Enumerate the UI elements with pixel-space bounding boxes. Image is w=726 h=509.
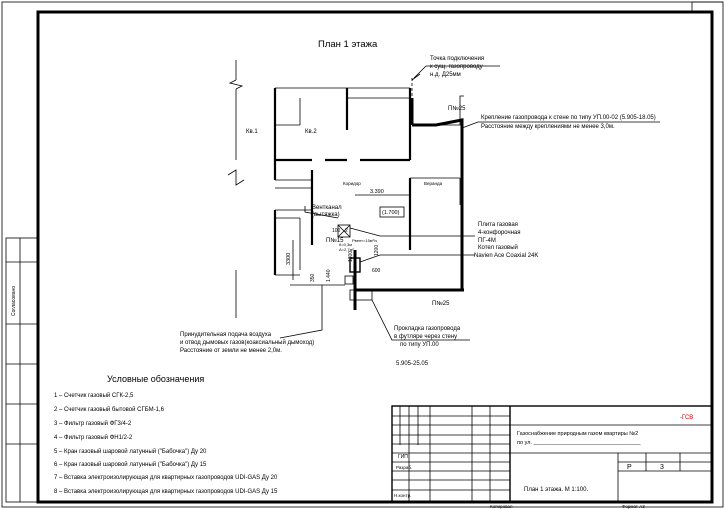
dim-1440: 1.440	[326, 269, 332, 282]
callout-coaxial: Принудительная подача воздуха и отвод ды…	[180, 332, 314, 354]
stage-value: Р	[627, 464, 632, 471]
kc-note-2: А=2,7м²	[339, 247, 354, 252]
legend-item: 4 – Фильтр газовый ФН1/2-2	[54, 434, 133, 441]
callout-connection-point: Точка подключения к сущ. газопроводу н.д…	[430, 56, 484, 78]
svg-text:Вентканал: Вентканал	[312, 205, 342, 211]
legend-item: 2 – Счетчик газовый бытовой СГБМ-1,6	[54, 406, 165, 413]
dim-3390: 3.390	[370, 189, 384, 195]
svg-text:ПГ-4М: ПГ-4М	[478, 238, 496, 244]
floor-plan: Кв.1 Кв.2 Коридор Веранда 3.390 3300 100…	[227, 60, 660, 341]
svg-text:(вытяжка): (вытяжка)	[312, 212, 340, 218]
callout-fastening: Крепление газопровода к стене по типу УП…	[481, 115, 656, 130]
callout-pipe-pass: Прокладка газопровода в футляре через ст…	[394, 326, 461, 367]
side-stamp-label: Согласовано	[11, 286, 17, 316]
dim-1700: (1.700)	[382, 210, 400, 216]
legend-item: 7 – Вставка электроизолирующая для кварт…	[54, 475, 278, 481]
plan-title: План 1 этажа	[318, 39, 378, 50]
svg-text:Плита газовая: Плита газовая	[478, 222, 518, 228]
svg-text:и отвод дымовых газов(коаксиал: и отвод дымовых газов(коаксиальный дымох…	[180, 339, 314, 346]
mark-pn25-top: П№25	[448, 105, 466, 112]
callout-stove: Плита газовая 4-конфорочная ПГ-4М	[478, 222, 521, 244]
callout-boiler: Котел газовый Navien Ace Coaxial 24K	[474, 244, 538, 259]
room-label-1: Кв.1	[246, 129, 258, 135]
svg-text:Котел газовый: Котел газовый	[478, 244, 518, 251]
side-approval-stamp: Согласовано	[5, 237, 39, 503]
boiler-symbol	[349, 257, 361, 273]
svg-text:в футляре через стену: в футляре через стену	[394, 334, 457, 340]
tb-gip: ГИП	[398, 454, 408, 460]
tb-norm: Н.контр.	[394, 493, 411, 498]
svg-text:Точка подключения: Точка подключения	[430, 56, 484, 62]
drawing-name: План 1 этажа. М 1:100.	[524, 487, 588, 493]
room-label-veranda: Веранда	[424, 181, 443, 186]
svg-text:Прокладка газопровода: Прокладка газопровода	[394, 326, 461, 332]
dim-1300: 1300	[348, 251, 354, 262]
dim-100: 100	[332, 228, 341, 234]
svg-text:5.905-25.05: 5.905-25.05	[396, 361, 429, 367]
title-block: -ГСВ Газоснабжение природным газом кварт…	[391, 405, 713, 509]
svg-text:н.д. Д25мм: н.д. Д25мм	[430, 72, 461, 78]
callout-ventilation: Вентканал (вытяжка)	[312, 205, 342, 218]
kc-note-1: К=0,3м	[339, 242, 352, 247]
room-label-2: Кв.2	[305, 129, 317, 135]
sheet-number: 3	[660, 464, 664, 471]
dim-3300: 3300	[286, 253, 292, 265]
legend: Условные обозначения 1 – Счетчик газовый…	[54, 374, 278, 495]
svg-text:к сущ. газопроводу: к сущ. газопроводу	[430, 64, 483, 70]
tb-format: Формат А3	[622, 504, 645, 509]
svg-text:Принудительная подача воздуха: Принудительная подача воздуха	[180, 332, 272, 338]
legend-title: Условные обозначения	[107, 374, 204, 384]
legend-item: 6 – Кран газовый шаровой латунный ("Бабо…	[54, 461, 207, 468]
legend-item: 1 – Счетчик газовый СГК-2,5	[54, 392, 134, 399]
meter-symbol	[344, 275, 354, 285]
doc-code: -ГСВ	[680, 415, 693, 421]
legend-item: 8 – Вставка электроизолирующая для кварт…	[54, 489, 278, 495]
dim-2: 2	[345, 228, 348, 234]
dim-600: 600	[372, 268, 381, 274]
svg-text:Расстояние между креплениями н: Расстояние между креплениями не менее 3,…	[481, 124, 615, 130]
room-label-corridor: Коридор	[343, 181, 361, 186]
dim-1200: 1200	[374, 245, 380, 256]
tb-razrab: Разраб.	[396, 465, 412, 470]
mark-pn15: П№15	[326, 237, 344, 244]
project-name: Газоснабжение природным газом квартиры №…	[517, 431, 638, 437]
legend-item: 5 – Кран газовый шаровой латунный ("Бабо…	[54, 448, 207, 455]
project-address: по ул. _________________________________…	[517, 440, 641, 446]
svg-text:по типу УП.00: по типу УП.00	[400, 342, 439, 348]
svg-text:Расстояние от земли не менее 2: Расстояние от земли не менее 2,0м.	[180, 348, 282, 354]
dim-350: 350	[310, 273, 316, 282]
svg-text:4-конфорочная: 4-конфорочная	[478, 230, 521, 236]
svg-text:Крепление газопровода к стене: Крепление газопровода к стене по типу УП…	[481, 115, 656, 121]
mark-pn25-bottom: П№25	[432, 300, 450, 307]
kc-note-3: Рвент=15м³/ч	[352, 238, 377, 243]
stove-symbol	[337, 224, 351, 238]
tb-copied: Копировал	[490, 504, 513, 509]
legend-item: 3 – Фильтр газовый ФГ3/4-2	[54, 420, 132, 427]
svg-text:Navien Ace Coaxial 24K: Navien Ace Coaxial 24K	[474, 253, 538, 259]
